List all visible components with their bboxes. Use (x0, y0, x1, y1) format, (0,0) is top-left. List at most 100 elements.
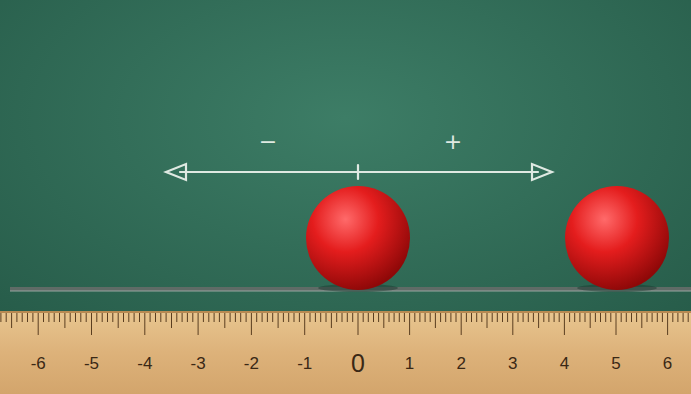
tick (326, 313, 327, 322)
tick (672, 313, 673, 322)
tick (139, 313, 140, 322)
tick (22, 313, 23, 322)
tick (230, 313, 231, 322)
tick (523, 313, 524, 322)
tick (38, 313, 39, 335)
tick (246, 313, 247, 322)
tick (112, 313, 113, 322)
tick (219, 313, 220, 322)
tick (497, 313, 498, 322)
tick (425, 313, 426, 322)
tick (533, 313, 534, 322)
ruler-number: 2 (456, 355, 465, 372)
tick (481, 313, 482, 322)
tick (368, 313, 369, 322)
tick (358, 313, 359, 335)
tick (631, 313, 632, 322)
tick (0, 313, 1, 322)
tick (107, 313, 108, 322)
tick (48, 313, 49, 322)
tick (160, 313, 161, 322)
tick (378, 313, 379, 322)
tick (652, 313, 653, 322)
ruler-number: -1 (297, 355, 312, 372)
tick (466, 313, 467, 322)
tick (585, 313, 586, 322)
tick (461, 313, 462, 335)
tick (352, 313, 353, 322)
ruler-number: -5 (84, 355, 99, 372)
tick (626, 313, 627, 322)
tick (456, 313, 457, 322)
tick (399, 313, 400, 322)
tick (569, 313, 570, 322)
tick (476, 313, 477, 322)
tick (414, 313, 415, 322)
tick (198, 313, 199, 335)
ruler-number: 1 (405, 355, 414, 372)
tick (667, 313, 668, 335)
ruler-number: -4 (137, 355, 152, 372)
tick (574, 313, 575, 322)
tick (192, 313, 193, 322)
tick (118, 313, 119, 328)
tick (182, 313, 183, 322)
tick (342, 313, 343, 322)
tick (214, 313, 215, 322)
tick (235, 313, 236, 322)
tick (262, 313, 263, 322)
tick (240, 313, 241, 322)
tick (224, 313, 225, 328)
tick (171, 313, 172, 328)
tick (187, 313, 188, 322)
tick (600, 313, 601, 322)
tick (80, 313, 81, 322)
tick (538, 313, 539, 328)
tick (43, 313, 44, 322)
tick (203, 313, 204, 322)
ruler-number: 0 (351, 351, 365, 376)
tick (677, 313, 678, 322)
tick (32, 313, 33, 322)
tick (419, 313, 420, 322)
tick (404, 313, 405, 322)
tick (636, 313, 637, 322)
tick (554, 313, 555, 322)
tick (610, 313, 611, 322)
tick (487, 313, 488, 328)
sign-label: + (444, 131, 462, 153)
tick (647, 313, 648, 322)
tick (528, 313, 529, 322)
tick (299, 313, 300, 322)
ruler-edge (0, 311, 691, 313)
tick (471, 313, 472, 322)
ruler-number: -2 (244, 355, 259, 372)
tick (383, 313, 384, 328)
tick (128, 313, 129, 322)
tick (176, 313, 177, 322)
tick (409, 313, 410, 335)
tick (54, 313, 55, 322)
tick (64, 313, 65, 328)
tick (605, 313, 606, 322)
tick (251, 313, 252, 335)
tick (59, 313, 60, 322)
tick (288, 313, 289, 322)
tick (657, 313, 658, 322)
tick (518, 313, 519, 322)
red-ball (306, 186, 410, 290)
ruler-number: 3 (508, 355, 517, 372)
tick (595, 313, 596, 322)
tick (590, 313, 591, 328)
number-line (166, 164, 552, 180)
tick (683, 313, 684, 322)
ruler-number: -6 (31, 355, 46, 372)
tick (310, 313, 311, 322)
ruler-number: -3 (191, 355, 206, 372)
tick (435, 313, 436, 328)
tick (166, 313, 167, 322)
tick (208, 313, 209, 322)
tick (662, 313, 663, 322)
tick (430, 313, 431, 322)
tick (86, 313, 87, 322)
